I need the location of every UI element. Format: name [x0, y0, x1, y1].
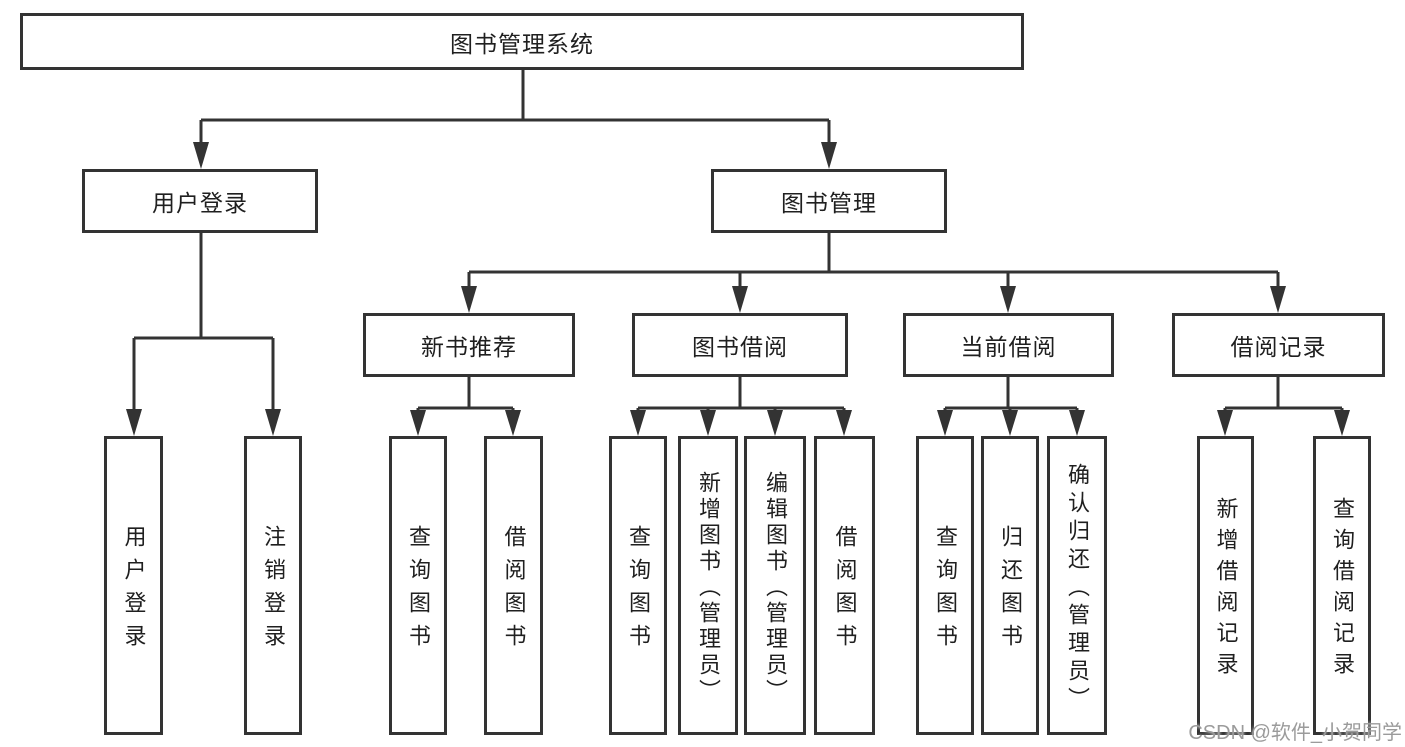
leaf-current-confirm-return-admin: 确认归还（管理员） — [1047, 436, 1107, 735]
leaf-records-query-borrow-record: 查询借阅记录 — [1313, 436, 1371, 735]
leaf-borrowing-edit-books-admin: 编辑图书（管理员） — [744, 436, 806, 735]
leaf-borrowing-add-books-admin: 新增图书（管理员） — [678, 436, 738, 735]
leaf-records-query-borrow-record-label: 查询借阅记录 — [1330, 497, 1355, 683]
leaf-newbook-query-books-label: 查询图书 — [406, 525, 431, 657]
leaf-current-return-books: 归还图书 — [981, 436, 1039, 735]
node-book-borrowing: 图书借阅 — [632, 313, 848, 377]
leaf-borrowing-query-books: 查询图书 — [609, 436, 667, 735]
leaf-logout-label: 注销登录 — [261, 525, 286, 657]
leaf-borrowing-edit-books-admin-label: 编辑图书（管理员） — [763, 470, 788, 705]
leaf-current-confirm-return-admin-label: 确认归还（管理员） — [1065, 462, 1090, 715]
watermark: CSDN @软件_小贺同学 — [1188, 722, 1402, 744]
arrowheads — [126, 142, 1350, 436]
leaf-user-login: 用户登录 — [104, 436, 163, 735]
leaf-records-add-borrow-record: 新增借阅记录 — [1197, 436, 1254, 735]
node-user-login: 用户登录 — [82, 169, 318, 233]
leaf-current-query-books: 查询图书 — [916, 436, 974, 735]
node-current-borrowing: 当前借阅 — [903, 313, 1114, 377]
node-new-book-recommendation: 新书推荐 — [363, 313, 575, 377]
leaf-newbook-borrow-books-label: 借阅图书 — [501, 525, 527, 657]
leaf-newbook-query-books: 查询图书 — [389, 436, 447, 735]
leaf-records-add-borrow-record-label: 新增借阅记录 — [1213, 497, 1239, 683]
leaf-borrowing-borrow-books-label: 借阅图书 — [832, 525, 858, 657]
leaf-borrowing-borrow-books: 借阅图书 — [814, 436, 875, 735]
leaf-current-query-books-label: 查询图书 — [933, 525, 958, 657]
leaf-logout: 注销登录 — [244, 436, 302, 735]
leaf-newbook-borrow-books: 借阅图书 — [484, 436, 543, 735]
leaf-borrowing-add-books-admin-label: 新增图书（管理员） — [696, 470, 721, 705]
leaf-user-login-label: 用户登录 — [121, 525, 147, 657]
node-borrowing-records: 借阅记录 — [1172, 313, 1385, 377]
node-book-management-system: 图书管理系统 — [20, 13, 1024, 70]
leaf-borrowing-query-books-label: 查询图书 — [626, 525, 651, 657]
node-book-management: 图书管理 — [711, 169, 947, 233]
leaf-current-return-books-label: 归还图书 — [998, 525, 1023, 657]
